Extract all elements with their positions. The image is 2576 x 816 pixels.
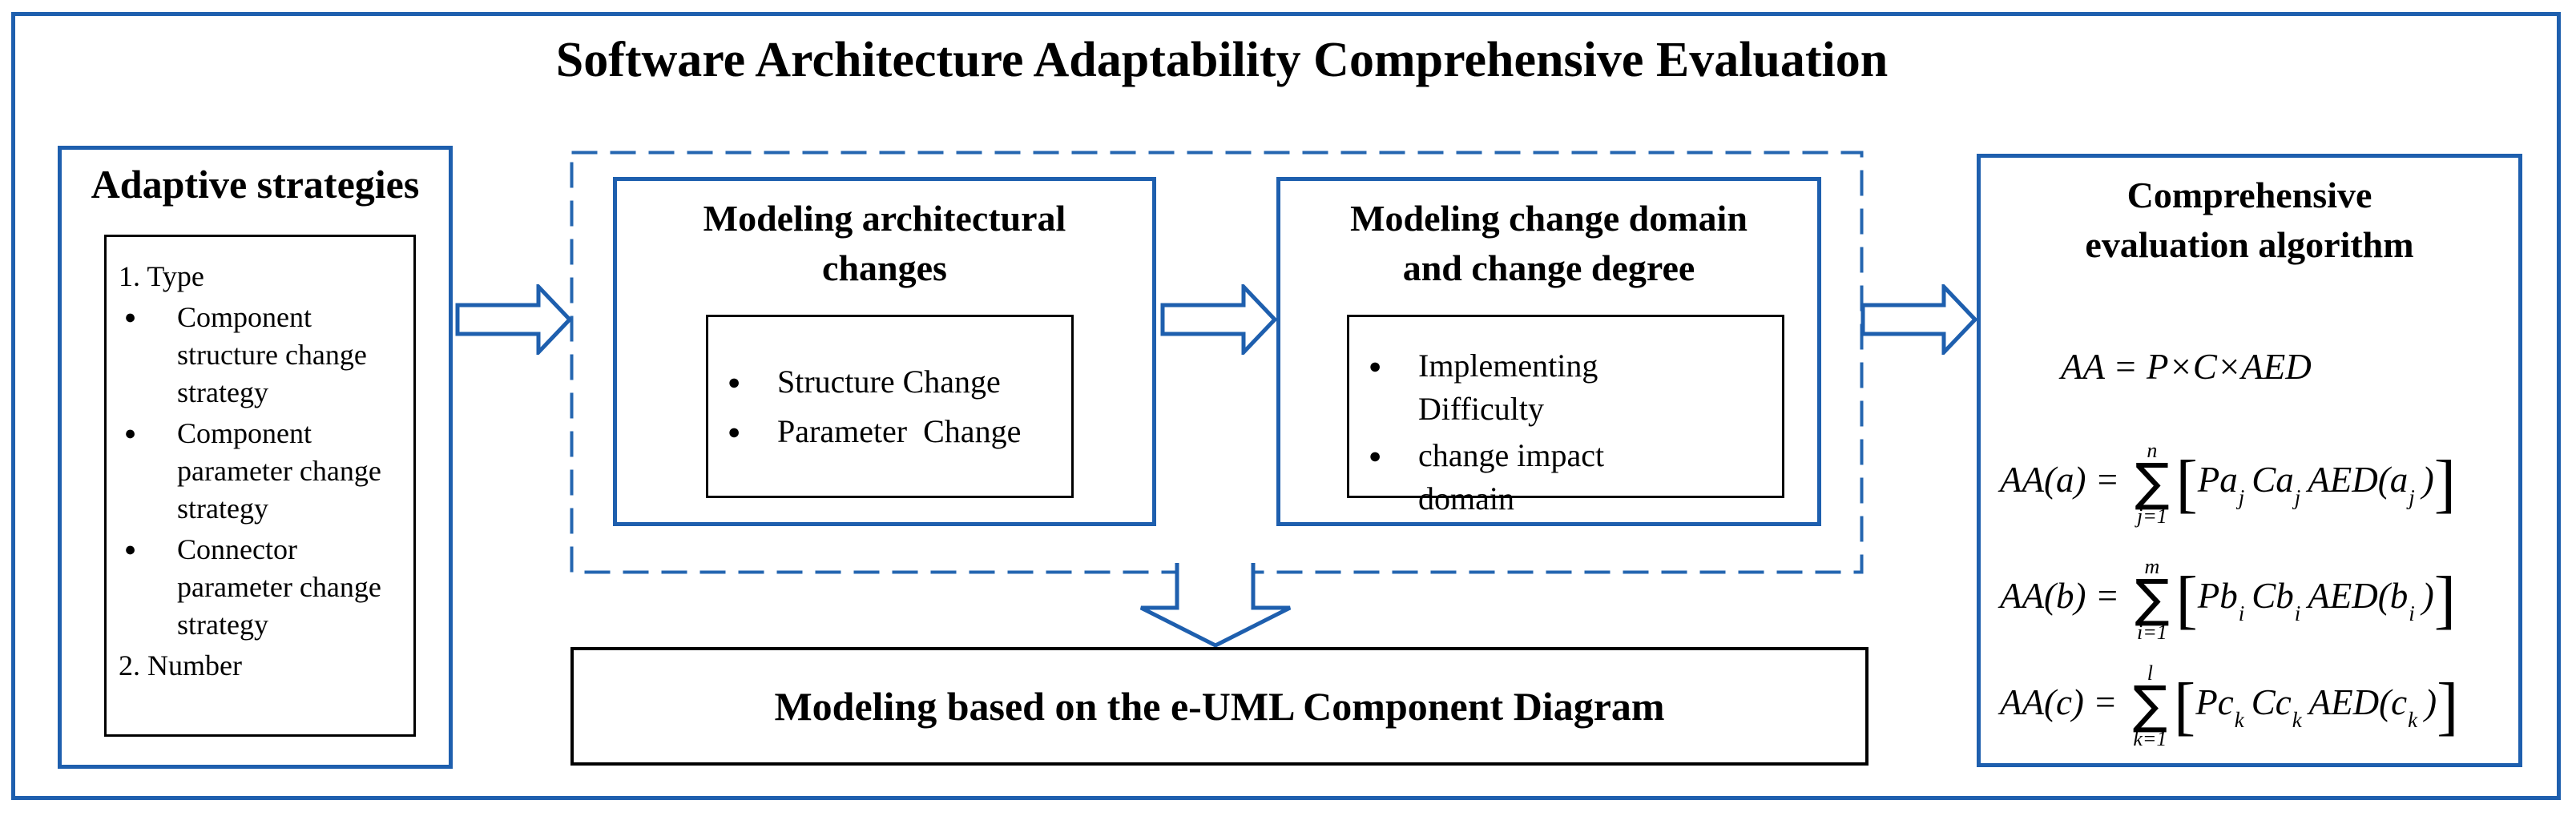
euml-modeling-box: Modeling based on the e-UML Component Di…: [570, 647, 1869, 766]
list-item-label: Connector parameter change strategy: [177, 533, 389, 641]
list-item: ● Connector parameter change strategy: [107, 531, 413, 644]
list-item-label: Parameter Change: [777, 413, 1022, 449]
adaptive-strategies-list-box: 1. Type ● Component structure change str…: [104, 235, 416, 737]
list-item-label: change impact domain: [1418, 437, 1613, 517]
list-item: ● Implementing Difficulty: [1369, 344, 1782, 431]
adaptive-strategies-heading: Adaptive strategies: [91, 162, 420, 207]
bullet-dot-icon: ●: [728, 370, 741, 394]
comprehensive-evaluation-box: Comprehensive evaluation algorithm AA = …: [1977, 154, 2522, 767]
list-item-label: 1. Type: [119, 260, 204, 292]
list-item-label: Implementing Difficulty: [1418, 348, 1606, 427]
heading-line: Modeling change domain: [1350, 198, 1748, 239]
flow-arrow-down-icon: [1139, 563, 1292, 648]
change-domain-list-box: ● Implementing Difficulty ● change impac…: [1347, 315, 1784, 517]
box-heading: Modeling change domain and change degree: [1280, 194, 1817, 293]
bullet-dot-icon: ●: [728, 420, 741, 444]
flow-arrow-right-icon: [455, 284, 572, 355]
flow-arrow-right-icon: [1160, 284, 1277, 355]
bullet-dot-icon: ●: [124, 307, 137, 328]
box-heading: Modeling architectural changes: [617, 194, 1152, 293]
list-item: 1. Type: [107, 258, 413, 295]
list-item: ● Parameter Change: [728, 408, 1071, 455]
flow-arrow-right-icon: [1860, 284, 1977, 355]
modeling-architectural-changes-box: Modeling architectural changes ● Structu…: [613, 177, 1156, 526]
list-item: ● Component parameter change strategy: [107, 415, 413, 528]
euml-modeling-label: Modeling based on the e-UML Component Di…: [774, 684, 1665, 729]
bullet-dot-icon: ●: [124, 423, 137, 444]
bullet-dot-icon: ●: [1369, 354, 1382, 378]
heading-line: Comprehensive: [2127, 175, 2372, 215]
list-item: ● Component structure change strategy: [107, 299, 413, 412]
modeling-change-domain-box: Modeling change domain and change degree…: [1276, 177, 1821, 526]
bullet-dot-icon: ●: [1369, 444, 1382, 468]
list-item-label: 2. Number: [119, 649, 242, 681]
box-heading: Comprehensive evaluation algorithm: [1981, 171, 2518, 270]
formula-aa: AA = P×C×AED: [2061, 347, 2312, 387]
heading-line: Modeling architectural: [703, 198, 1066, 239]
heading-line: and change degree: [1402, 247, 1695, 288]
list-item: 2. Number: [107, 647, 413, 685]
list-item: ● Structure Change: [728, 359, 1071, 405]
heading-line: evaluation algorithm: [2085, 224, 2414, 265]
bullet-dot-icon: ●: [124, 539, 137, 561]
architectural-changes-list-box: ● Structure Change ● Parameter Change: [706, 315, 1074, 498]
outer-frame: [11, 12, 2561, 800]
adaptive-strategies-box: Adaptive strategies 1. Type ● Component …: [58, 146, 453, 769]
list-item: ● change impact domain: [1369, 434, 1782, 521]
list-item-label: Structure Change: [777, 364, 1001, 400]
list-item-label: Component parameter change strategy: [177, 417, 389, 525]
list-item-label: Component structure change strategy: [177, 301, 374, 408]
diagram-title: Software Architecture Adaptability Compr…: [555, 33, 1889, 87]
heading-line: changes: [822, 247, 947, 288]
